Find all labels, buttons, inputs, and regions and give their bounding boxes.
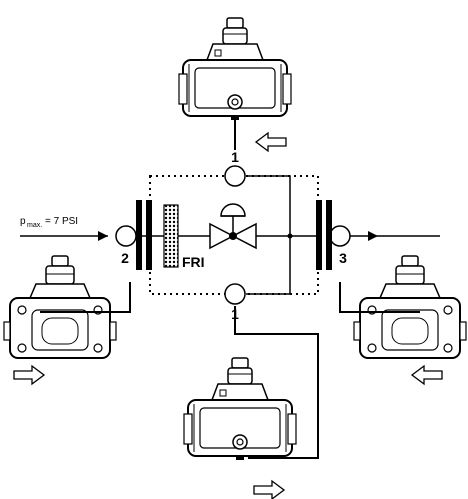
left-device — [3, 255, 117, 359]
port-bottom-label: 1 — [231, 306, 239, 322]
junction-dot — [287, 233, 293, 239]
filter-element — [163, 204, 179, 268]
arrow-bottom-device-icon — [253, 480, 285, 499]
port-top-label: 1 — [231, 149, 239, 165]
valve-symbol — [209, 203, 257, 250]
right-flange — [316, 200, 332, 270]
arrow-right-device-icon — [411, 365, 443, 385]
port-right-label: 3 — [339, 250, 347, 266]
connection-lines — [40, 120, 420, 459]
arrow-top-device-icon — [255, 132, 287, 152]
arrow-left-device-icon — [13, 365, 45, 385]
port-left-circle — [115, 225, 137, 247]
pressure-label: p max. = 7 PSI — [20, 216, 78, 229]
outlet-arrow — [368, 231, 378, 241]
fri-label: FRI — [182, 254, 205, 270]
port-right-circle — [329, 225, 351, 247]
right-device — [353, 255, 467, 359]
svg-text:= 7 PSI: = 7 PSI — [45, 216, 78, 227]
port-top-circle — [224, 165, 246, 187]
svg-text:p: p — [20, 216, 26, 227]
bottom-device — [183, 357, 297, 461]
port-bottom-circle — [224, 283, 246, 305]
left-flange — [136, 200, 152, 270]
port-left-label: 2 — [121, 250, 129, 266]
inlet-arrow — [20, 231, 108, 241]
top-device — [178, 17, 292, 121]
svg-text:max.: max. — [27, 222, 42, 229]
